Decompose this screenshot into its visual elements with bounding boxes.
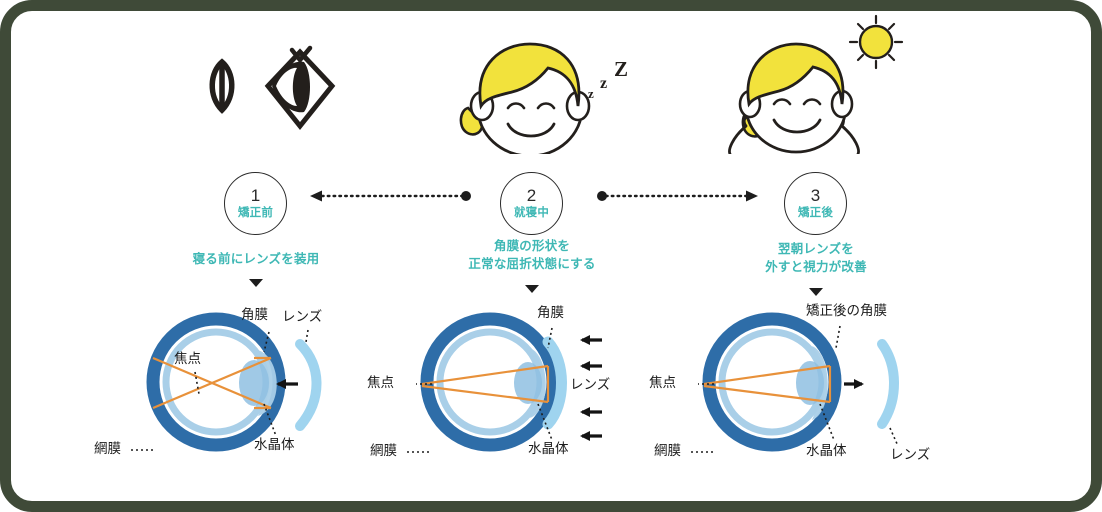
eye-diagram-after: 矯正後の角膜 焦点 網膜 水晶体 レンズ	[646, 300, 986, 485]
caption-arrow-down-icon	[249, 279, 263, 287]
label-retina: 網膜	[94, 441, 121, 456]
sleeping-girl-icon	[459, 42, 591, 158]
svg-text:Z: Z	[614, 57, 628, 81]
endpoint-dot	[597, 191, 607, 201]
step-label: 矯正後	[797, 207, 834, 220]
step-label: 矯正前	[237, 207, 274, 220]
label-retina: 網膜	[654, 443, 681, 458]
sun-icon	[848, 14, 904, 70]
illustration-sleeping-girl: z z Z	[362, 14, 702, 158]
label-crystalline-lens: 水晶体	[528, 441, 569, 456]
label-cornea: 矯正後の角膜	[806, 303, 887, 318]
eye-icon	[264, 45, 336, 131]
pressure-arrow-icon	[276, 379, 298, 389]
step-caption-3: 翌朝レンズを 外すと視力が改善	[646, 240, 986, 276]
svg-text:z: z	[600, 75, 607, 92]
label-crystalline-lens: 水晶体	[806, 443, 847, 458]
step-number: 3	[810, 186, 821, 206]
connector-1-2	[296, 189, 476, 203]
label-focus: 焦点	[367, 375, 394, 390]
label-focus: 焦点	[649, 375, 676, 390]
step-number: 1	[250, 186, 261, 206]
sleep-zzz-icon: z z Z	[588, 57, 628, 101]
label-cornea: 角膜	[537, 305, 564, 320]
arrow-right-icon	[746, 190, 758, 202]
step-circle-3[interactable]: 3 矯正後	[784, 172, 847, 235]
caption-line: 翌朝レンズを	[778, 242, 854, 256]
label-lens: レンズ	[282, 309, 323, 324]
caption-line: 正常な屈折状態にする	[468, 257, 596, 272]
caption-line: 外すと視力が改善	[765, 260, 867, 275]
step-circle-2[interactable]: 2 就寝中	[500, 172, 563, 235]
contact-lens-icon	[209, 58, 235, 114]
step-label: 就寝中	[513, 207, 550, 220]
step-caption-2: 角膜の形状を 正常な屈折状態にする	[362, 237, 702, 273]
label-cornea: 角膜	[241, 307, 268, 322]
awake-girl-icon	[728, 42, 860, 156]
caption-arrow-down-icon	[525, 285, 539, 293]
connector-2-3	[592, 189, 772, 203]
illustration-awake-girl-with-sun	[646, 14, 986, 156]
illustration-contact-lens-and-eye	[86, 14, 426, 154]
removal-arrow-icon	[844, 379, 864, 389]
eye-diagram-sleeping: 角膜 レンズ 焦点 網膜 水晶体	[362, 300, 702, 485]
caption-arrow-down-icon	[809, 288, 823, 296]
svg-text:z: z	[588, 86, 594, 101]
step-column-1: 1 矯正前 寝る前にレンズを装用	[86, 0, 426, 512]
step-column-3: 3 矯正後 翌朝レンズを 外すと視力が改善	[646, 0, 986, 512]
step-caption-1: 寝る前にレンズを装用	[86, 250, 426, 268]
arrow-left-icon	[310, 190, 322, 202]
caption-line: 寝る前にレンズを装用	[192, 252, 320, 266]
endpoint-dot	[461, 191, 471, 201]
eye-diagram-before: 角膜 レンズ 焦点 網膜 水晶体	[86, 300, 426, 485]
label-retina: 網膜	[370, 443, 397, 458]
step-circle-1[interactable]: 1 矯正前	[224, 172, 287, 235]
label-focus: 焦点	[174, 351, 201, 366]
label-lens: レンズ	[570, 377, 611, 392]
label-lens: レンズ	[890, 447, 931, 462]
label-crystalline-lens: 水晶体	[254, 437, 295, 452]
step-number: 2	[526, 186, 537, 206]
step-column-2: z z Z 2 就寝中 角膜の形状を 正常な屈折状態にする	[362, 0, 702, 512]
caption-line: 角膜の形状を	[493, 239, 571, 253]
